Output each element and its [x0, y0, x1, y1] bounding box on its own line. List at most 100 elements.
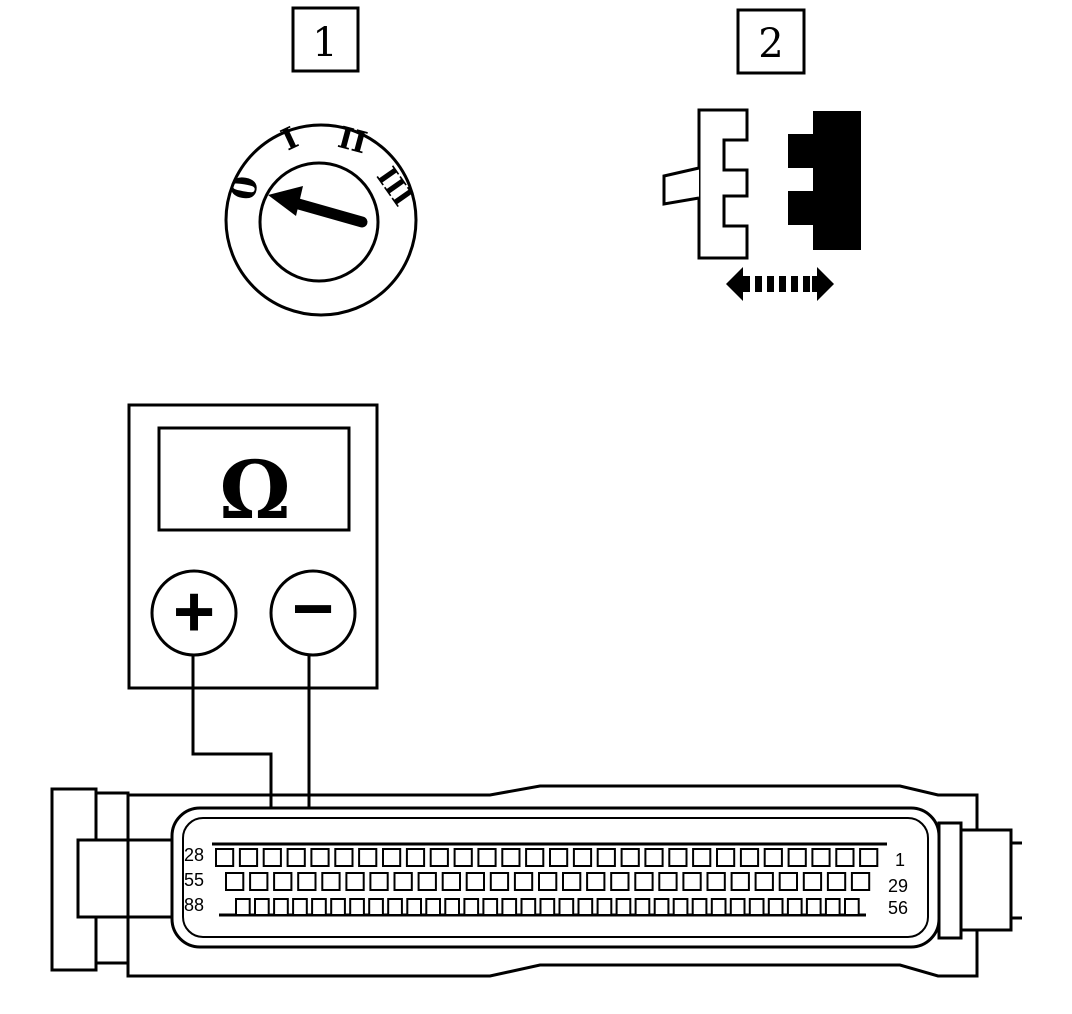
connector-pin — [387, 898, 403, 916]
connector-pin — [286, 848, 306, 867]
connector-pin — [767, 898, 784, 916]
connector-pin — [262, 848, 282, 867]
connector-pin — [273, 898, 289, 916]
connector-pin — [482, 898, 499, 916]
connector-pin — [706, 872, 726, 891]
row-label-right-1: 1 — [895, 850, 905, 870]
connector-pin — [292, 898, 308, 916]
connector-pin — [453, 848, 473, 867]
connector-pin — [786, 898, 803, 916]
connector-pin — [406, 898, 422, 916]
connector-pin — [297, 872, 317, 891]
connector-pin — [754, 872, 774, 891]
connector-pin — [215, 848, 235, 867]
connector-pin — [658, 872, 678, 891]
connector-pin — [739, 848, 760, 867]
connector-pin — [463, 898, 480, 916]
step-label-2-text: 2 — [758, 21, 783, 67]
connector-pin — [368, 898, 384, 916]
row-label-left-2: 55 — [184, 870, 204, 890]
multimeter-display — [157, 426, 351, 532]
connector-pin — [310, 848, 330, 867]
step-label-2: 2 — [736, 8, 806, 75]
multimeter: Ω + − — [127, 403, 379, 690]
connector-pin — [489, 872, 510, 891]
connector-pin — [844, 898, 860, 916]
connector-pin — [429, 848, 449, 867]
connector-pin — [334, 848, 354, 867]
connector-pin — [235, 898, 251, 916]
connector-pin — [311, 898, 327, 916]
step-label-1-text: 1 — [312, 20, 337, 66]
positive-terminal: + — [150, 569, 238, 657]
ohm-symbol: Ω — [219, 443, 290, 537]
ignition-key-arrow-icon — [268, 186, 368, 228]
connector-pin — [501, 848, 521, 867]
connector-pin — [321, 872, 341, 891]
connector-pin — [558, 898, 575, 916]
connector-pin — [417, 872, 437, 891]
connector-pin-rows — [215, 848, 879, 916]
connector-pin — [716, 848, 736, 867]
connector-pin — [513, 872, 534, 891]
connector-pin — [562, 872, 582, 891]
connector-pin — [225, 872, 245, 891]
connector-pin — [549, 848, 569, 867]
connector-pin — [668, 848, 688, 867]
connector-pin — [382, 848, 402, 867]
connector-pin — [273, 872, 293, 891]
connector-pin — [826, 872, 847, 891]
connector-pin — [405, 848, 426, 867]
connector-pin — [349, 898, 365, 916]
connector-pin — [729, 898, 746, 916]
connector-pin — [358, 848, 378, 867]
ecu-connector: 28 55 88 1 29 56 — [50, 784, 1022, 978]
connector-pin — [778, 872, 799, 891]
connector-pin — [596, 898, 613, 916]
connector-pin — [254, 898, 270, 916]
connector-pin — [805, 898, 822, 916]
row-label-right-3: 56 — [888, 898, 908, 918]
connector-pin — [238, 848, 259, 867]
connector-pin — [465, 872, 486, 891]
connector-pin — [692, 848, 712, 867]
connector-pin — [710, 898, 727, 916]
connector-pin — [577, 898, 594, 916]
connector-pin — [730, 872, 750, 891]
connector-pin — [501, 898, 518, 916]
connector-pin — [802, 872, 823, 891]
connector-pin — [393, 872, 413, 891]
connector-pin — [615, 898, 632, 916]
connector-pin — [859, 848, 879, 867]
row-label-left-1: 28 — [184, 845, 204, 865]
minus-symbol: − — [292, 569, 334, 649]
connector-pin — [539, 898, 556, 916]
connector-unplug-icon — [662, 108, 861, 301]
connector-pin — [369, 872, 389, 891]
connector-pin — [835, 848, 855, 867]
ignition-switch: 0 I II III — [223, 120, 420, 317]
connector-pin — [525, 848, 545, 867]
connector-pin — [345, 872, 365, 891]
plus-symbol: + — [173, 572, 215, 652]
connector-pin — [572, 848, 593, 867]
connector-pin — [596, 848, 616, 867]
connector-pin — [586, 872, 606, 891]
connector-pin — [644, 848, 664, 867]
double-arrow-icon — [726, 267, 834, 301]
lead-positive — [191, 655, 273, 850]
connector-pin — [850, 872, 871, 891]
row-label-right-2: 29 — [888, 876, 908, 896]
connector-pin — [441, 872, 462, 891]
connector-pin — [691, 898, 708, 916]
connector-pin — [634, 872, 654, 891]
negative-terminal: − — [269, 569, 357, 657]
connector-pin — [477, 848, 497, 867]
connector-pin — [610, 872, 630, 891]
row-label-left-3: 88 — [184, 895, 204, 915]
step-label-1: 1 — [291, 6, 360, 73]
connector-pin — [672, 898, 689, 916]
connector-pin — [444, 898, 460, 916]
connector-pin — [249, 872, 269, 891]
connector-pin — [620, 848, 640, 867]
